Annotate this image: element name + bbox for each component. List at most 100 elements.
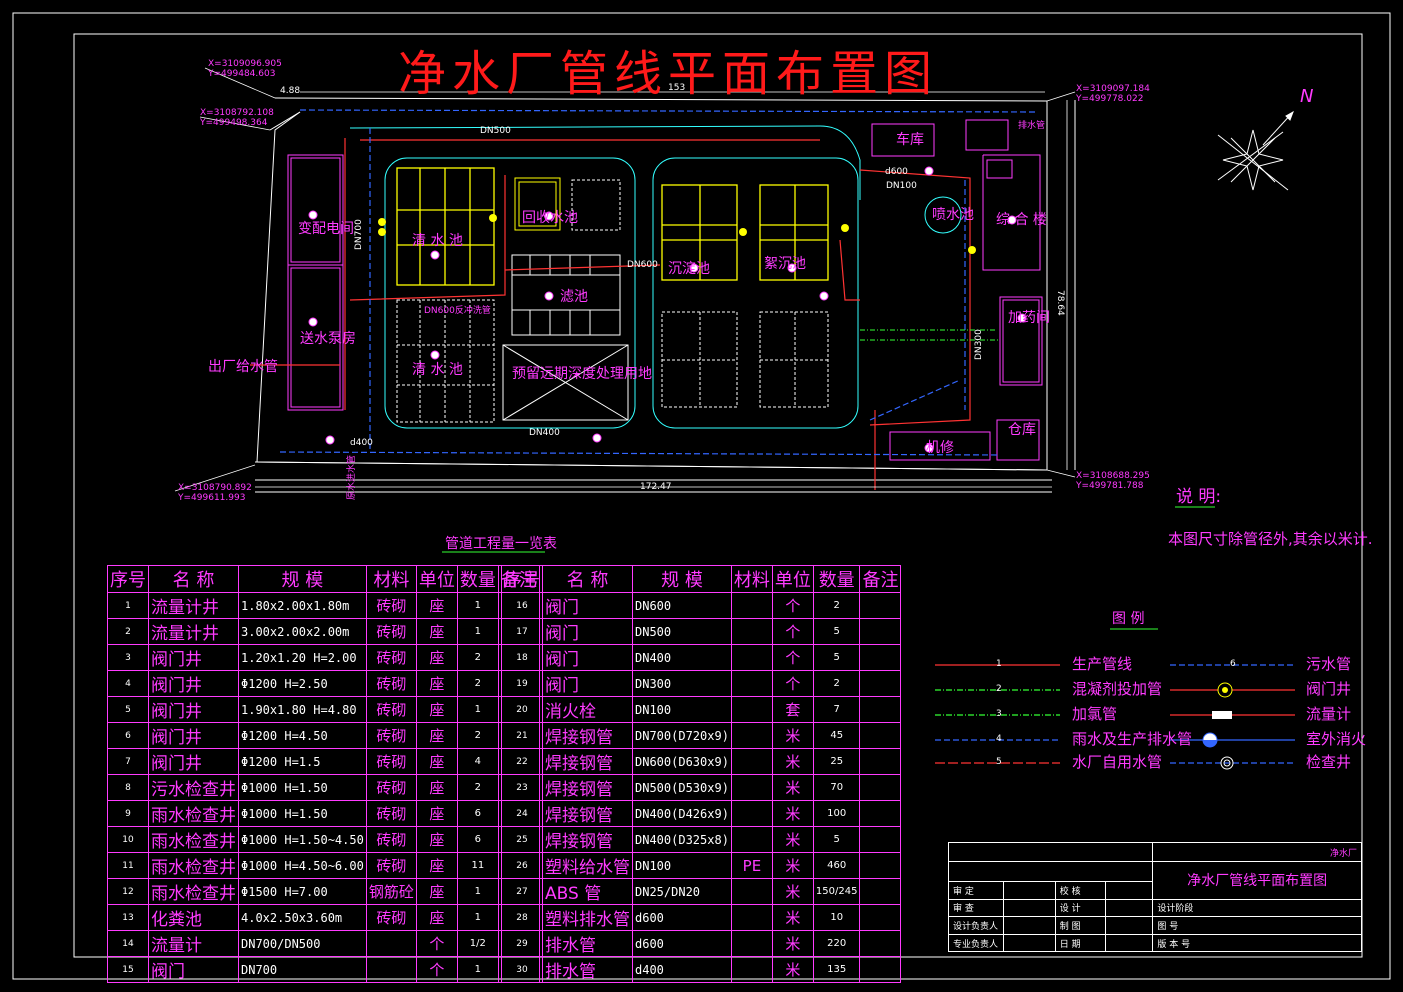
cell-qty: 5 xyxy=(812,826,861,853)
cell-no: 14 xyxy=(107,930,149,957)
label-backwash: DN600反冲洗管 xyxy=(424,306,491,316)
legend-number: 2 xyxy=(996,684,1002,694)
heading-underlines xyxy=(442,506,1215,630)
cell-name: 阀门井 xyxy=(148,722,239,749)
cell-remark xyxy=(859,722,902,749)
legend-number: 1 xyxy=(996,659,1002,669)
cell-unit: 个 xyxy=(415,956,458,983)
coord-2-x: X=3108792.108 xyxy=(200,108,274,118)
cell-name: 焊接钢管 xyxy=(542,826,633,853)
right-buildings xyxy=(871,119,1043,461)
cell-name: 排水管 xyxy=(542,930,633,957)
cell-qty: 5 xyxy=(812,644,861,671)
cell-unit: 座 xyxy=(415,826,458,853)
cell-qty: 1 xyxy=(456,878,499,905)
cell-mat xyxy=(730,774,773,801)
cell-spec: DN400(D426x9) xyxy=(632,800,732,827)
cell-unit: 座 xyxy=(415,618,458,645)
th-qty: 数量 xyxy=(456,565,499,593)
cell-qty: 460 xyxy=(812,852,861,879)
label-sed-1: 沉淀池 xyxy=(668,261,710,277)
cell-spec: DN100 xyxy=(632,852,732,879)
cell-unit: 座 xyxy=(415,878,458,905)
coordinate-leaders xyxy=(174,67,1076,492)
cell-remark xyxy=(859,774,902,801)
cell-name: 焊接钢管 xyxy=(542,800,633,827)
cell-unit: 座 xyxy=(415,852,458,879)
th-no: 序号 xyxy=(501,565,543,593)
title-block: 净水厂 净水厂管线平面布置图 审 定 校 核 审 查 设 计 设计阶段 设计负责… xyxy=(947,842,1362,953)
table-title: 管道工程量一览表 xyxy=(445,536,557,552)
cell-unit: 米 xyxy=(771,904,814,931)
cell-unit: 座 xyxy=(415,774,458,801)
legend-title: 图 例 xyxy=(1112,611,1145,627)
cell-qty: 11 xyxy=(456,852,499,879)
cell-unit: 座 xyxy=(415,670,458,697)
cell-name: 雨水检查井 xyxy=(148,800,239,827)
tb-cell: 版 本 号 xyxy=(1152,933,1362,953)
cell-remark xyxy=(859,930,902,957)
cell-spec: DN100 xyxy=(632,696,732,723)
tb-cell: 图 号 xyxy=(1152,916,1362,935)
cell-no: 25 xyxy=(501,826,543,853)
cell-qty: 2 xyxy=(456,670,499,697)
label-pumphouse: 送水泵房 xyxy=(300,331,356,347)
legend-label: 阀门井 xyxy=(1306,680,1352,698)
pipe-label-d400: d400 xyxy=(350,438,373,448)
cell-no: 5 xyxy=(107,696,149,723)
label-clearwell-1: 清 水 池 xyxy=(412,233,463,249)
cell-mat: PE xyxy=(730,852,773,879)
cell-mat: 砖砌 xyxy=(365,904,417,931)
legend-label: 检查井 xyxy=(1306,753,1352,771)
cell-unit: 个 xyxy=(415,930,458,957)
cell-spec: DN500(D530x9) xyxy=(632,774,732,801)
cell-qty: 2 xyxy=(812,592,861,619)
tb-cell xyxy=(1104,916,1154,935)
legend-number: 5 xyxy=(996,757,1002,767)
cell-name: 流量计 xyxy=(148,930,239,957)
cell-spec: d600 xyxy=(632,930,732,957)
cell-spec: 1.90x1.80 H=4.80 xyxy=(238,696,367,723)
cell-mat: 砖砌 xyxy=(365,826,417,853)
legend-label: 水厂自用水管 xyxy=(1072,753,1163,771)
cell-mat: 砖砌 xyxy=(365,670,417,697)
pipe-label-d600: d600 xyxy=(885,167,908,177)
cell-qty: 25 xyxy=(812,748,861,775)
cell-spec: DN600 xyxy=(632,592,732,619)
cell-unit: 座 xyxy=(415,644,458,671)
cell-unit: 座 xyxy=(415,904,458,931)
cell-unit: 米 xyxy=(771,826,814,853)
site-boundary xyxy=(254,97,1076,493)
cell-mat xyxy=(730,878,773,905)
cell-unit: 个 xyxy=(771,670,814,697)
cell-spec: DN700 xyxy=(238,956,367,983)
cell-spec: d400 xyxy=(632,956,732,983)
label-filter: 滤池 xyxy=(560,289,588,305)
cell-qty: 7 xyxy=(812,696,861,723)
legend-symbols xyxy=(1202,682,1234,770)
cell-qty: 6 xyxy=(456,800,499,827)
tb-cell: 设 计 xyxy=(1054,898,1106,918)
tb-cell: 制 图 xyxy=(1054,916,1106,935)
cell-mat xyxy=(730,644,773,671)
tb-blank xyxy=(947,842,1154,862)
label-office: 综 合 楼 xyxy=(996,212,1047,228)
cell-spec: Φ1200 H=2.50 xyxy=(238,670,367,697)
coord-3-y: Y=499778.022 xyxy=(1076,94,1144,104)
cell-unit: 米 xyxy=(771,722,814,749)
cell-no: 11 xyxy=(107,852,149,879)
coord-5-x: X=3108790.892 xyxy=(178,483,252,493)
cell-remark xyxy=(859,644,902,671)
legend-label: 流量计 xyxy=(1306,705,1352,723)
